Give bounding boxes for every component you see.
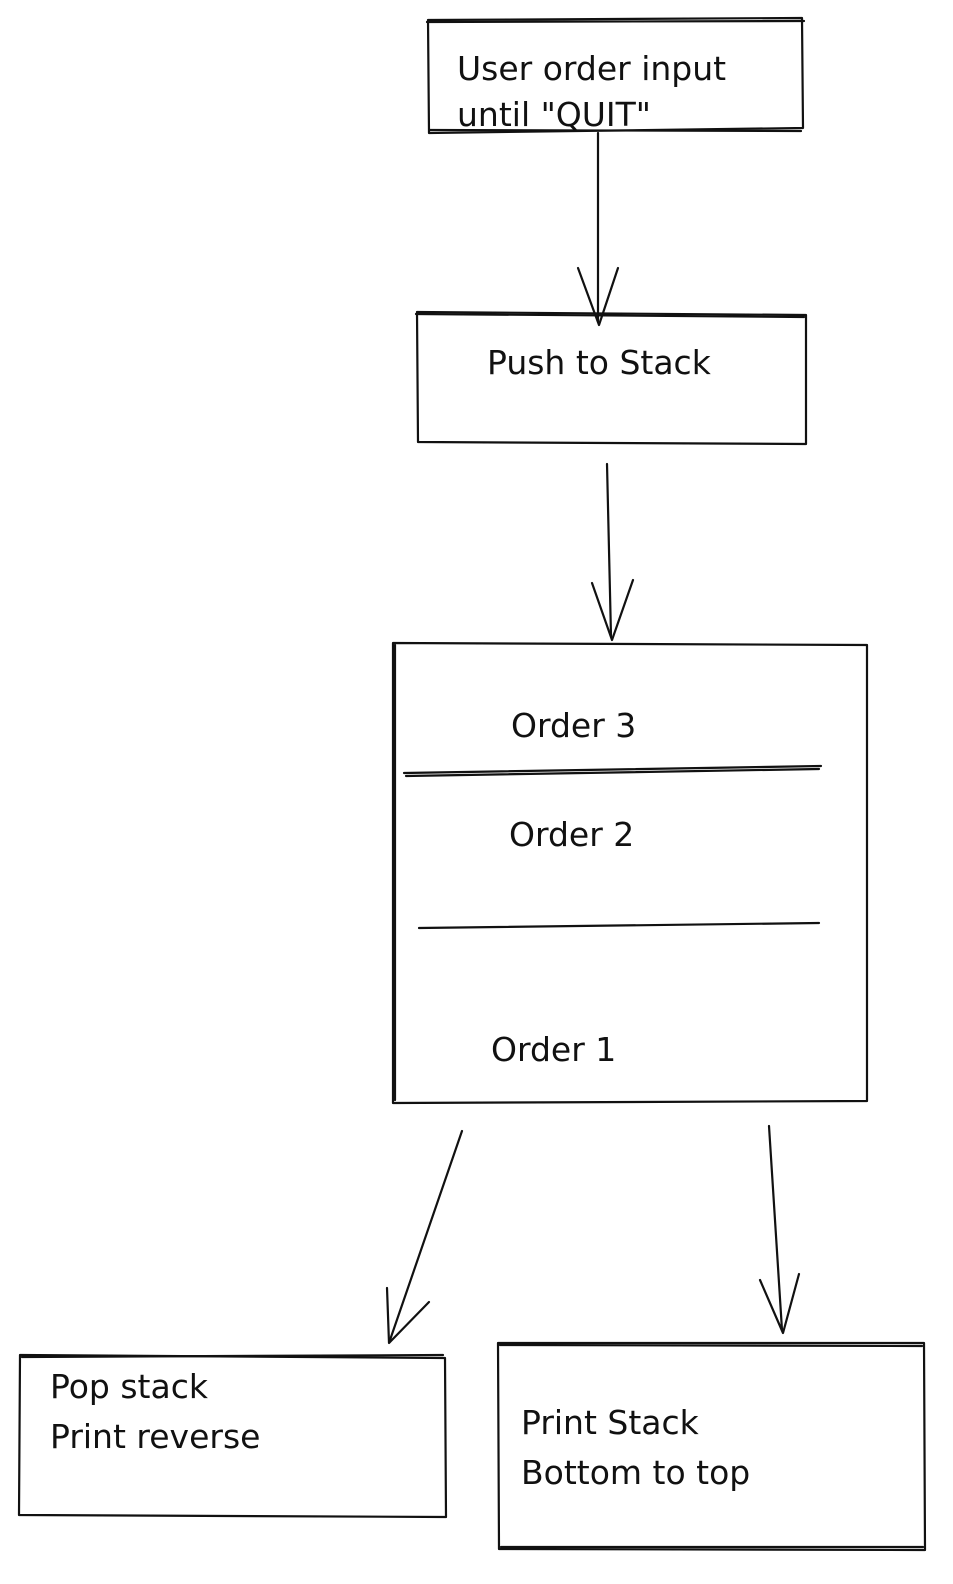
arrow-stack-to-print	[758, 1124, 801, 1335]
push-node: Push to Stack	[414, 310, 808, 446]
pop-box-sketch	[20, 1353, 445, 1359]
print-label-line1: Print Stack	[521, 1403, 700, 1442]
input-node: User order input until "QUIT"	[425, 16, 806, 135]
pop-node: Pop stack Print reverse	[17, 1353, 448, 1519]
print-node: Print Stack Bottom to top	[496, 1341, 927, 1552]
stack-divider-top-sketch	[404, 767, 821, 778]
arrow-head	[576, 266, 620, 327]
pop-label-line2: Print reverse	[50, 1417, 260, 1456]
arrow-input-to-push	[576, 131, 620, 327]
input-box-sketch	[425, 19, 806, 133]
stack-divider-bottom	[417, 921, 821, 930]
print-box-sketch	[498, 1343, 925, 1549]
push-box-sketch	[414, 312, 806, 319]
stack-divider-top	[402, 764, 823, 775]
input-label-line2: until "QUIT"	[457, 95, 651, 134]
arrow-stack-to-pop	[385, 1129, 464, 1345]
arrow-head	[590, 578, 635, 642]
arrow-shaft	[605, 462, 613, 638]
stack-item-order-2: Order 2	[509, 815, 634, 854]
stack-item-order-1: Order 1	[491, 1030, 616, 1069]
pop-box	[17, 1353, 448, 1519]
arrow-shaft	[767, 1124, 784, 1332]
arrow-shaft	[388, 1129, 464, 1342]
pop-label-line1: Pop stack	[50, 1367, 209, 1406]
input-box	[426, 16, 805, 135]
arrow-push-to-stack	[590, 462, 635, 642]
print-box	[496, 1341, 927, 1552]
print-label-line2: Bottom to top	[521, 1453, 750, 1492]
arrow-head	[758, 1272, 801, 1335]
stack-node: Order 3 Order 2 Order 1	[391, 641, 869, 1105]
push-label: Push to Stack	[487, 343, 712, 382]
push-box	[415, 310, 808, 446]
stack-box	[391, 641, 869, 1105]
stack-item-order-3: Order 3	[511, 706, 636, 745]
arrow-head	[385, 1286, 431, 1345]
input-label-line1: User order input	[457, 49, 726, 88]
